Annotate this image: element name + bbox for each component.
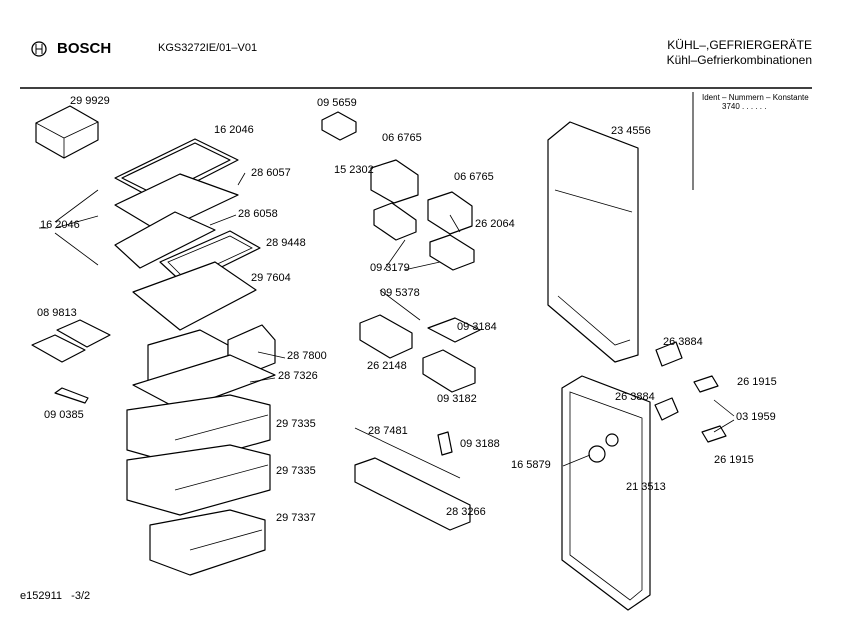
part-label: 29 7335 [276, 418, 316, 430]
part-label: 16 2046 [214, 124, 254, 136]
part-label: 26 3884 [663, 336, 703, 348]
part-label: 09 5378 [380, 287, 420, 299]
part-label: 21 3513 [626, 481, 666, 493]
part-label: 29 7335 [276, 465, 316, 477]
part-label: 26 2064 [475, 218, 515, 230]
category-subtitle: Kühl–Gefrierkombinationen [666, 53, 812, 67]
part-label: 28 6058 [238, 208, 278, 220]
bosch-logo [30, 40, 50, 63]
part-label: 29 9929 [70, 95, 110, 107]
part-label: 09 3179 [370, 262, 410, 274]
model-number: KGS3272IE/01–V01 [158, 42, 258, 54]
part-label: 09 3184 [457, 321, 497, 333]
part-label: 29 7604 [251, 272, 291, 284]
part-label: 16 5879 [511, 459, 551, 471]
part-label: 29 7337 [276, 512, 316, 524]
part-label: 08 9813 [37, 307, 77, 319]
part-label: 23 4556 [611, 125, 651, 137]
part-label: 28 7800 [287, 350, 327, 362]
part-label: 09 5659 [317, 97, 357, 109]
part-label: 06 6765 [382, 132, 422, 144]
part-labels: 29 9929 16 2046 28 6057 28 6058 16 2046 … [37, 95, 777, 524]
part-label: 28 7326 [278, 370, 318, 382]
part-label: 26 3884 [615, 391, 655, 403]
footer-code: e152911 -3/2 [20, 590, 91, 602]
part-label: 06 6765 [454, 171, 494, 183]
part-label: 28 9448 [266, 237, 306, 249]
part-drawings [31, 105, 735, 611]
part-label: 26 1915 [714, 454, 754, 466]
part-label: 28 6057 [251, 167, 291, 179]
part-label: 28 7481 [368, 425, 408, 437]
part-label: 03 1959 [736, 411, 776, 423]
ident-title: Ident – Nummern – Konstante [702, 93, 809, 102]
part-label: 15 2302 [334, 164, 374, 176]
part-label: 09 0385 [44, 409, 84, 421]
part-label: 16 2046 [40, 219, 80, 231]
part-label: 09 3188 [460, 438, 500, 450]
ident-value: 3740 . . . . . . [722, 102, 767, 111]
part-label: 26 2148 [367, 360, 407, 372]
part-label: 28 3266 [446, 506, 486, 518]
category-title: KÜHL–,GEFRIERGERÄTE [667, 38, 812, 52]
part-label: 26 1915 [737, 376, 777, 388]
part-label: 09 3182 [437, 393, 477, 405]
brand-name: BOSCH [57, 40, 112, 57]
